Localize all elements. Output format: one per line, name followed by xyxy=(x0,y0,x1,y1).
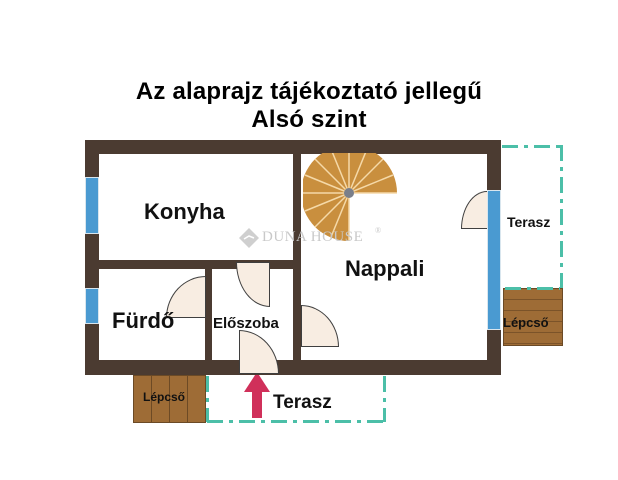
wall-bath-hall xyxy=(205,269,212,360)
wall-kitchen-bath xyxy=(99,260,295,269)
wall-left xyxy=(85,140,99,375)
watermark-text: DUNA HOUSE xyxy=(262,229,364,245)
door-hall-living[interactable] xyxy=(301,305,339,347)
spiral-staircase-icon xyxy=(303,153,397,241)
kitchen-label: Konyha xyxy=(144,199,225,224)
plan-title-line1: Az alaprajz tájékoztató jellegű xyxy=(135,78,483,105)
wall-bottom xyxy=(85,360,501,375)
window-kitchen xyxy=(85,177,99,234)
terrace-right-label: Terasz xyxy=(507,214,551,230)
window-bathroom xyxy=(85,288,99,324)
hallway-label: Előszoba xyxy=(213,315,279,332)
stairs-right xyxy=(503,288,563,346)
entrance-arrow-icon xyxy=(244,372,270,418)
terrace-bottom-label: Terasz xyxy=(273,392,332,413)
bathroom-label: Fürdő xyxy=(112,308,175,333)
door-entrance[interactable] xyxy=(239,330,279,374)
plan-title-line2: Alsó szint xyxy=(251,106,367,133)
stairs-bottom-label: Lépcső xyxy=(143,390,186,404)
stairs-bottom xyxy=(133,375,206,423)
watermark-mark: ® xyxy=(375,226,382,235)
diamond-logo-icon xyxy=(239,228,259,248)
wall-top xyxy=(85,140,501,154)
stairs-right-label: Lépcső xyxy=(503,315,549,330)
window-living-right xyxy=(487,190,501,330)
wall-kitchen-living xyxy=(293,154,301,360)
door-living-terrace[interactable] xyxy=(461,191,487,229)
door-kitchen-hall[interactable] xyxy=(236,262,270,307)
living-room-label: Nappali xyxy=(345,256,425,281)
